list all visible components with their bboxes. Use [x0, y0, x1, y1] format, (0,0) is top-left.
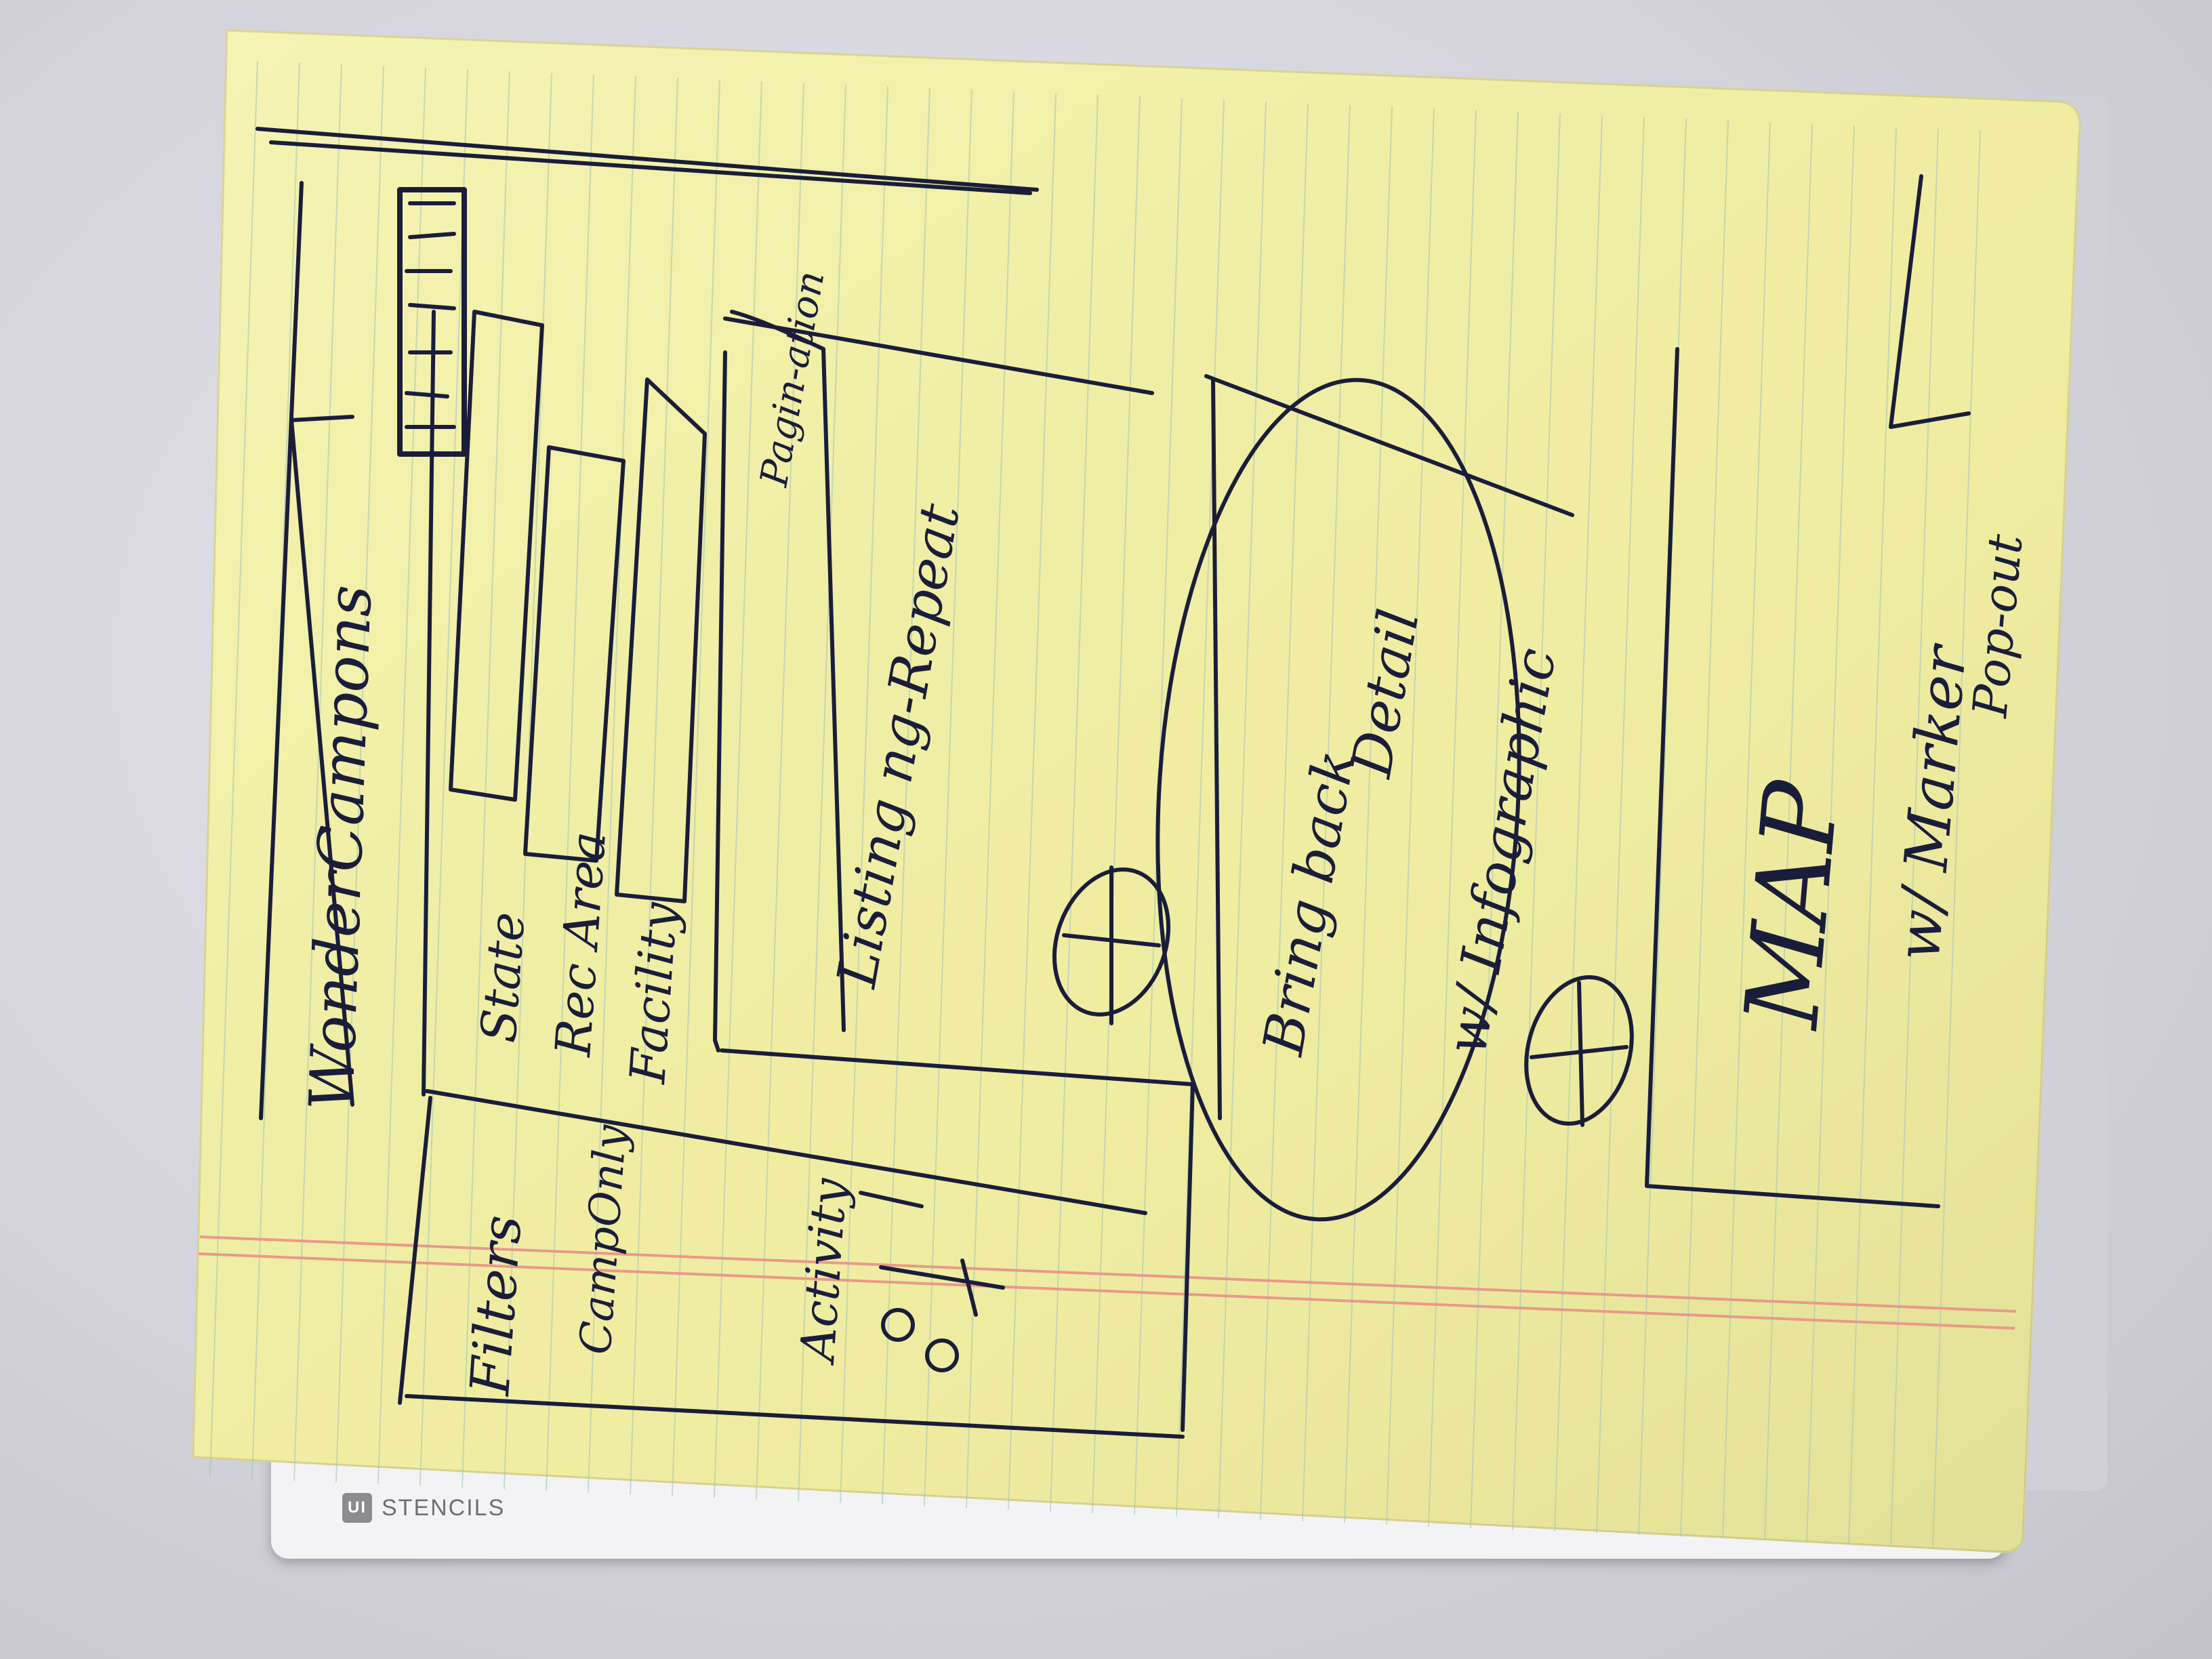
ruled-line — [1344, 106, 1393, 1523]
listing-panel — [713, 310, 1195, 1432]
stencil-logo-icon: UI — [342, 1493, 372, 1523]
map-label: MAP — [1723, 775, 1862, 1034]
ruled-line — [462, 70, 510, 1488]
ruled-line — [1554, 115, 1603, 1532]
filter-state-label: State — [470, 910, 535, 1044]
ruled-line — [419, 69, 468, 1486]
map-panel-outline — [1645, 174, 1971, 1208]
ruled-line — [1848, 127, 1897, 1544]
ruled-line — [335, 66, 384, 1483]
ruled-line — [1218, 101, 1267, 1519]
globe-icon — [1052, 867, 1171, 1017]
filters-panel — [398, 310, 1185, 1439]
ruled-line — [1386, 108, 1435, 1525]
ruled-line — [1596, 117, 1645, 1534]
ruled-line — [1176, 100, 1225, 1517]
ruled-line — [293, 64, 342, 1481]
ruled-line — [1680, 120, 1729, 1537]
ruled-line — [1722, 121, 1771, 1539]
ruled-line — [588, 76, 636, 1493]
ruled-line — [1008, 93, 1057, 1510]
filter-facility-label: Facility — [619, 900, 689, 1087]
filter-dropdowns — [449, 310, 707, 903]
ruled-line — [672, 79, 720, 1496]
detail-panel-outline — [1155, 377, 1521, 1222]
radio-option-1 — [881, 1308, 915, 1342]
ruled-line — [1302, 104, 1351, 1522]
ruled-line — [1890, 128, 1939, 1546]
ruled-line — [1512, 113, 1561, 1530]
ruled-line — [966, 91, 1015, 1509]
filters-heading: Filters — [458, 1213, 533, 1398]
header-bar-outline — [255, 127, 1039, 1120]
ruled-line — [209, 60, 258, 1478]
ruled-line — [1764, 123, 1813, 1540]
ruled-line — [1050, 94, 1099, 1512]
ruled-line — [1932, 130, 1981, 1547]
ruled-line — [924, 89, 972, 1507]
ruled-line — [756, 83, 804, 1500]
margin-line — [198, 1252, 2015, 1330]
ruled-line — [630, 77, 678, 1495]
title-box — [289, 415, 354, 1107]
filter-activity-label: Activity — [790, 1176, 858, 1367]
margin-line — [199, 1235, 2017, 1313]
ruled-line — [1092, 96, 1141, 1513]
ruled-line — [798, 84, 846, 1502]
ruled-line — [1260, 103, 1309, 1520]
ruled-line — [1806, 125, 1855, 1542]
map-globe-icon — [1524, 975, 1634, 1126]
ruled-line — [1428, 110, 1477, 1527]
ruled-lines — [209, 60, 1981, 1547]
ruled-line — [546, 74, 594, 1492]
ruled-line — [1470, 111, 1519, 1529]
ruled-line — [840, 86, 888, 1503]
radio-option-2 — [925, 1338, 959, 1372]
stencil-brand: UI STENCILS — [342, 1488, 505, 1528]
filter-radio-lines — [859, 1191, 1005, 1317]
stencil-brand-label: STENCILS — [382, 1494, 506, 1521]
